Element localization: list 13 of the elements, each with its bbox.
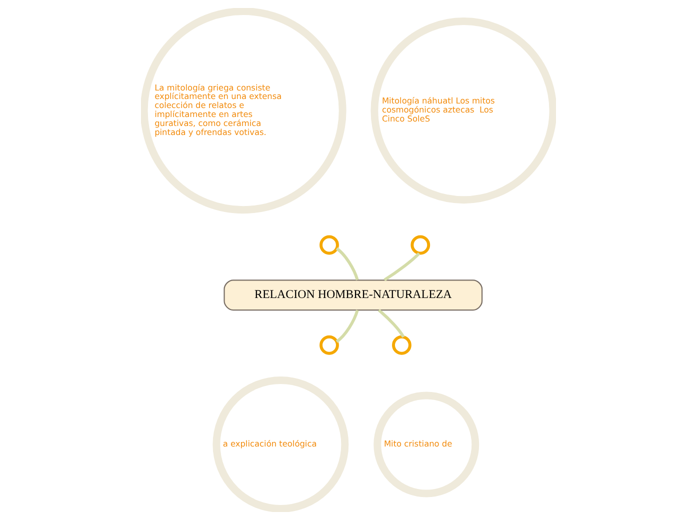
- node-circle: [392, 335, 411, 355]
- connector: [335, 310, 358, 343]
- node-circle: Mito cristiano de: [373, 392, 479, 498]
- node-circle: [410, 235, 430, 255]
- connector: [383, 252, 420, 282]
- node-box: RELACION HOMBRE-NATURALEZA: [223, 280, 482, 311]
- node-circle: La mitología griega consiste explícitamente en una extensa colección de relatos e implícitamente en artes gurativas, como cerámica pintada y ofrendas votivas.: [140, 8, 346, 214]
- connector: [377, 308, 404, 338]
- node-circle: [319, 335, 338, 355]
- node-circle: a explicación teológica: [212, 376, 348, 512]
- connector: [335, 247, 358, 280]
- node-circle: Mitología náhuatl Los mitos cosmogónicos aztecas Los Cinco SoleS: [370, 18, 556, 204]
- node-circle: [319, 235, 338, 255]
